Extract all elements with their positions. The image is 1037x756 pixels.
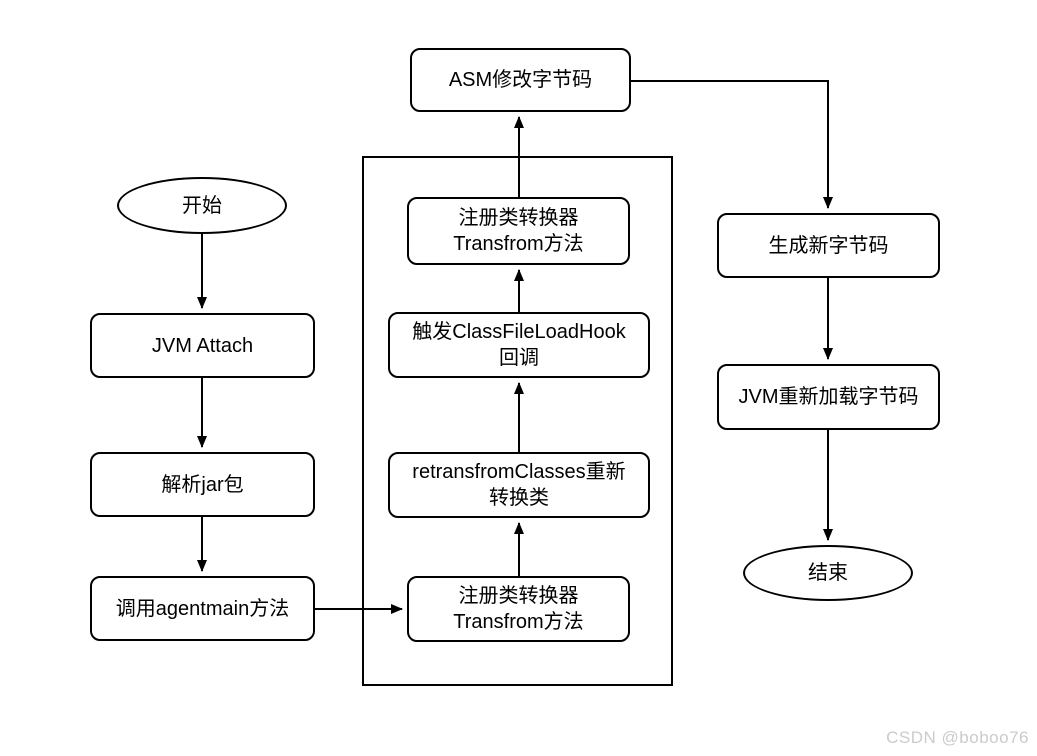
node-retransform-classes: retransfromClasses重新 转换类 [388, 452, 650, 518]
middle-group-container [362, 156, 673, 686]
node-end: 结束 [743, 545, 913, 601]
node-parse-jar: 解析jar包 [90, 452, 315, 517]
node-jvm-reload: JVM重新加载字节码 [717, 364, 940, 430]
edge-asm-modify-to-generate-bytecode [631, 80, 833, 209]
node-generate-bytecode: 生成新字节码 [717, 213, 940, 278]
node-register-transform-top: 注册类转换器 Transfrom方法 [407, 197, 630, 265]
node-call-agentmain: 调用agentmain方法 [90, 576, 315, 641]
node-start: 开始 [117, 177, 287, 234]
node-asm-modify: ASM修改字节码 [410, 48, 631, 112]
node-jvm-attach: JVM Attach [90, 313, 315, 378]
node-trigger-hook: 触发ClassFileLoadHook 回调 [388, 312, 650, 378]
csdn-watermark: CSDN @boboo76 [886, 728, 1029, 747]
node-register-transform-bottom: 注册类转换器 Transfrom方法 [407, 576, 630, 642]
